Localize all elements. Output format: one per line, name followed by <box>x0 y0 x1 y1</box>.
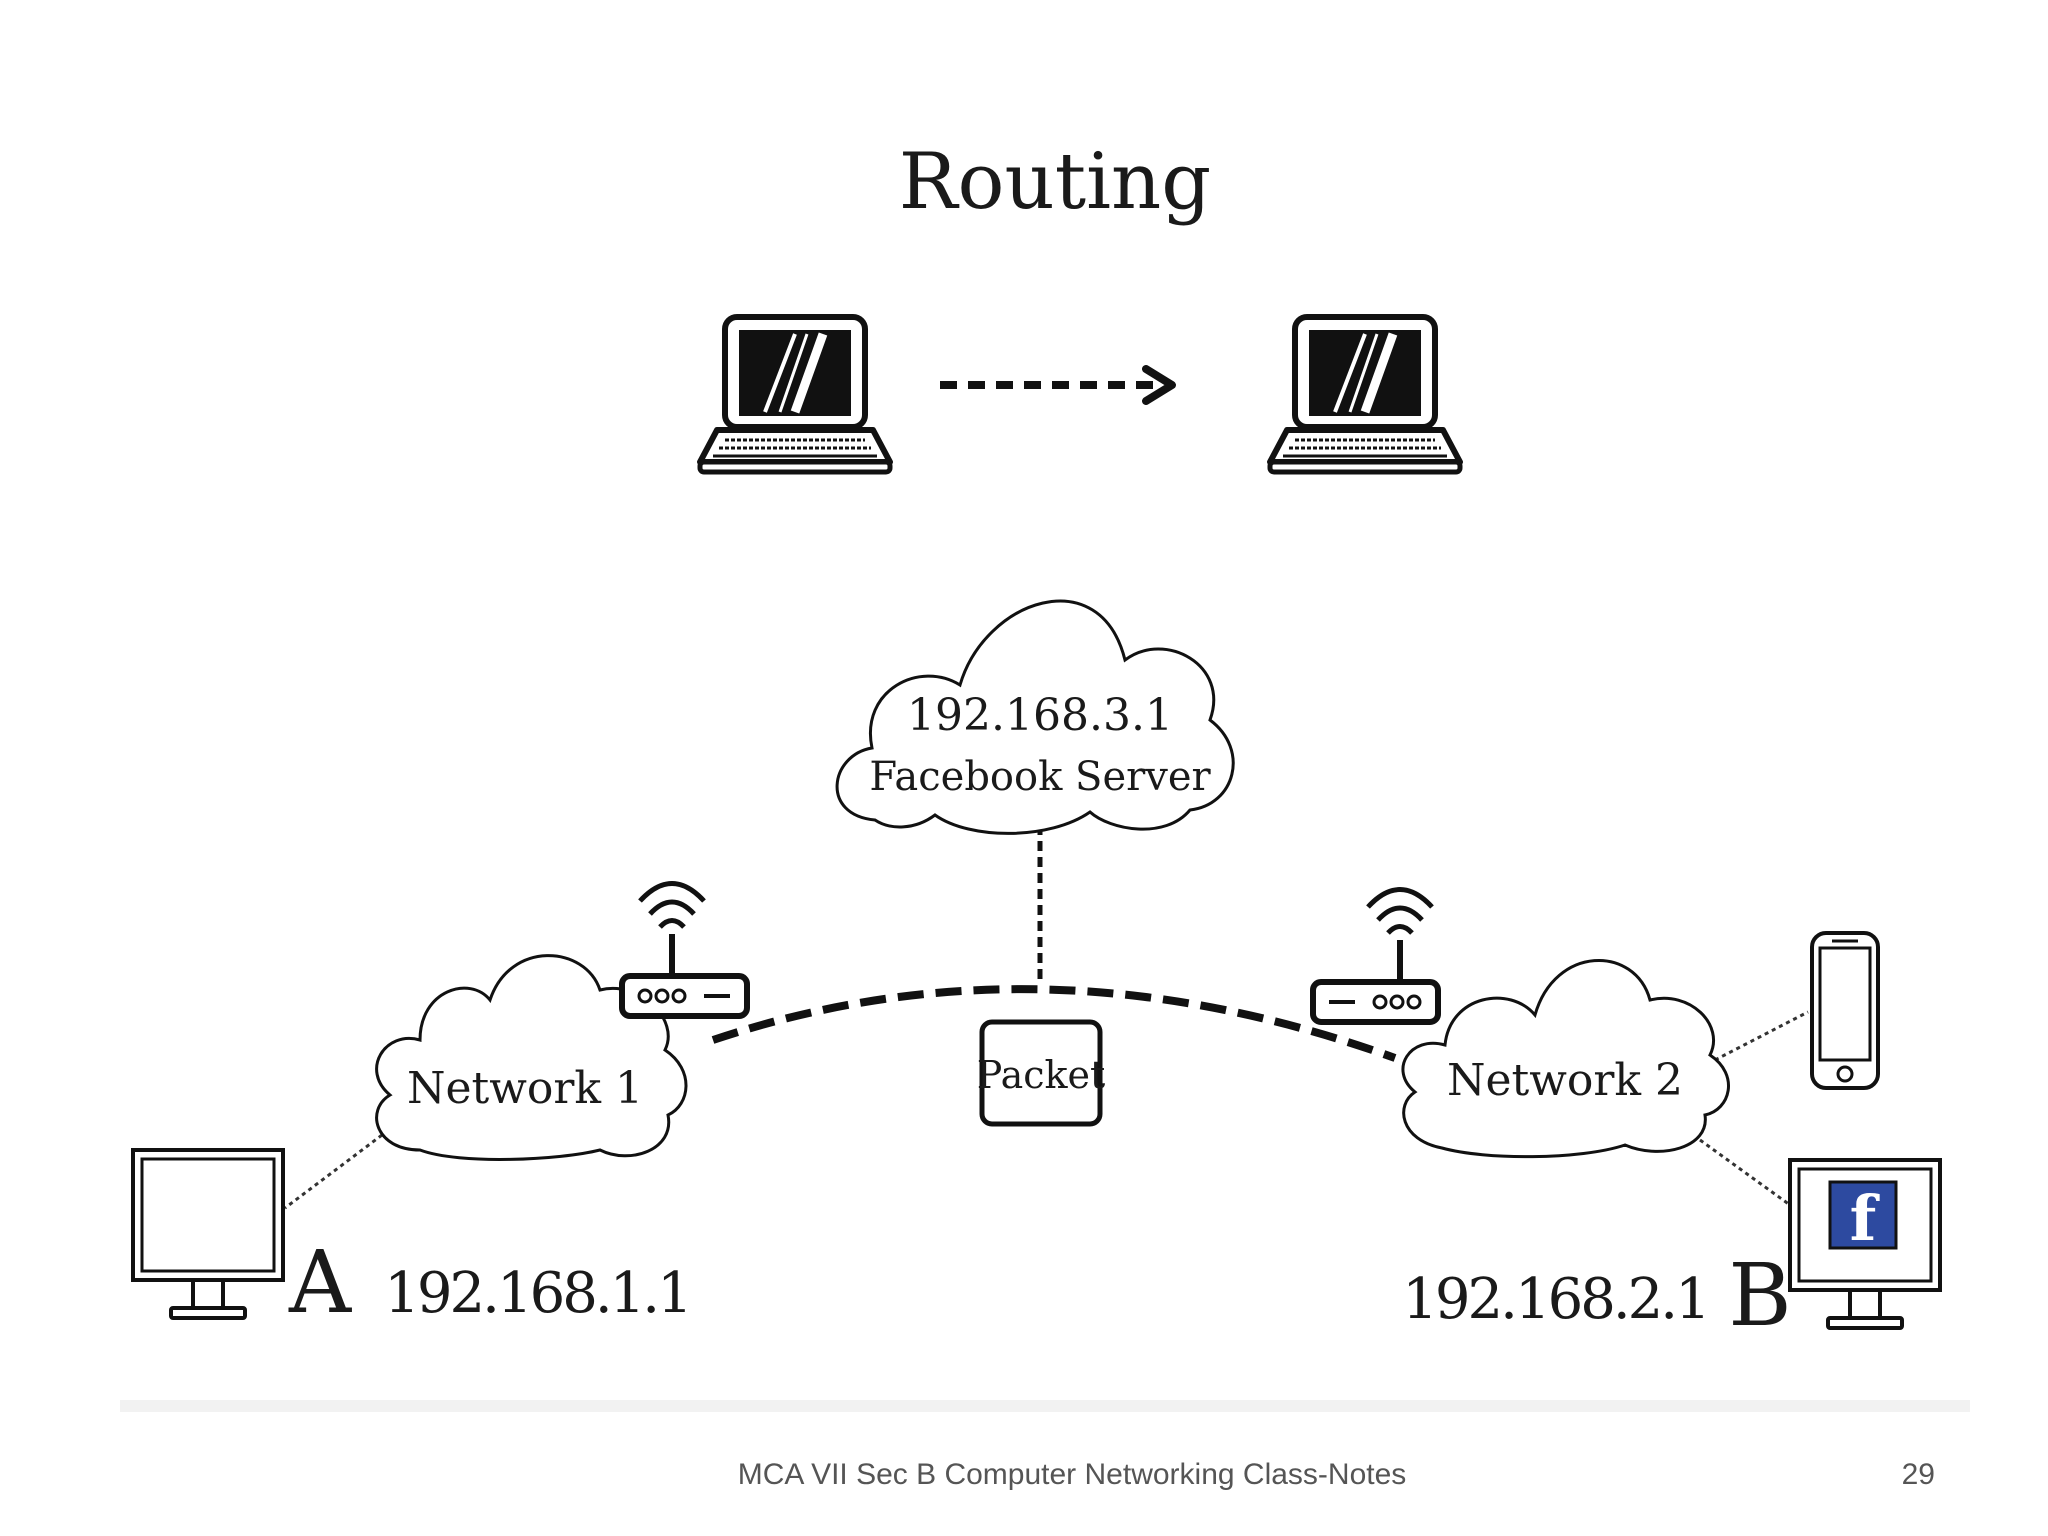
connection-lines <box>284 825 1809 1210</box>
packet-label: Packet <box>977 1053 1106 1097</box>
facebook-logo-icon: f <box>1828 1180 1898 1255</box>
network-1-label: Network 1 <box>407 1063 643 1114</box>
facebook-logo-letter: f <box>1850 1182 1880 1255</box>
page-number: 29 <box>1902 1458 1935 1491</box>
cloud-icon-server: 192.168.3.1 Facebook Server <box>835 599 1235 835</box>
server-label: Facebook Server <box>869 754 1211 800</box>
smartphone-icon <box>1810 931 1880 1090</box>
cloud-icon-network-2: Network 2 <box>1401 958 1730 1159</box>
network-2-label: Network 2 <box>1447 1055 1683 1106</box>
host-a-label: A <box>288 1233 352 1333</box>
packet-box: Packet <box>977 1019 1106 1127</box>
footer-text: MCA VII Sec B Computer Networking Class-… <box>738 1458 1407 1491</box>
arrow-icon <box>940 365 1176 405</box>
router-icon <box>622 884 747 1017</box>
monitor-icon-b: f <box>1788 1158 1942 1330</box>
server-ip: 192.168.3.1 <box>907 690 1173 741</box>
footer-divider <box>120 1400 1970 1412</box>
slide-title: Routing <box>899 137 1211 227</box>
network-1-ip: 192.168.1.1 <box>384 1261 689 1326</box>
laptop-icon <box>1270 317 1460 472</box>
router-icon <box>1310 887 1441 1025</box>
laptop-icon <box>700 317 890 472</box>
host-b-label: B <box>1728 1246 1791 1346</box>
cloud-icon-network-1: Network 1 <box>375 954 688 1161</box>
monitor-icon-a <box>131 1148 285 1320</box>
network-2-ip: 192.168.2.1 <box>1402 1267 1707 1332</box>
